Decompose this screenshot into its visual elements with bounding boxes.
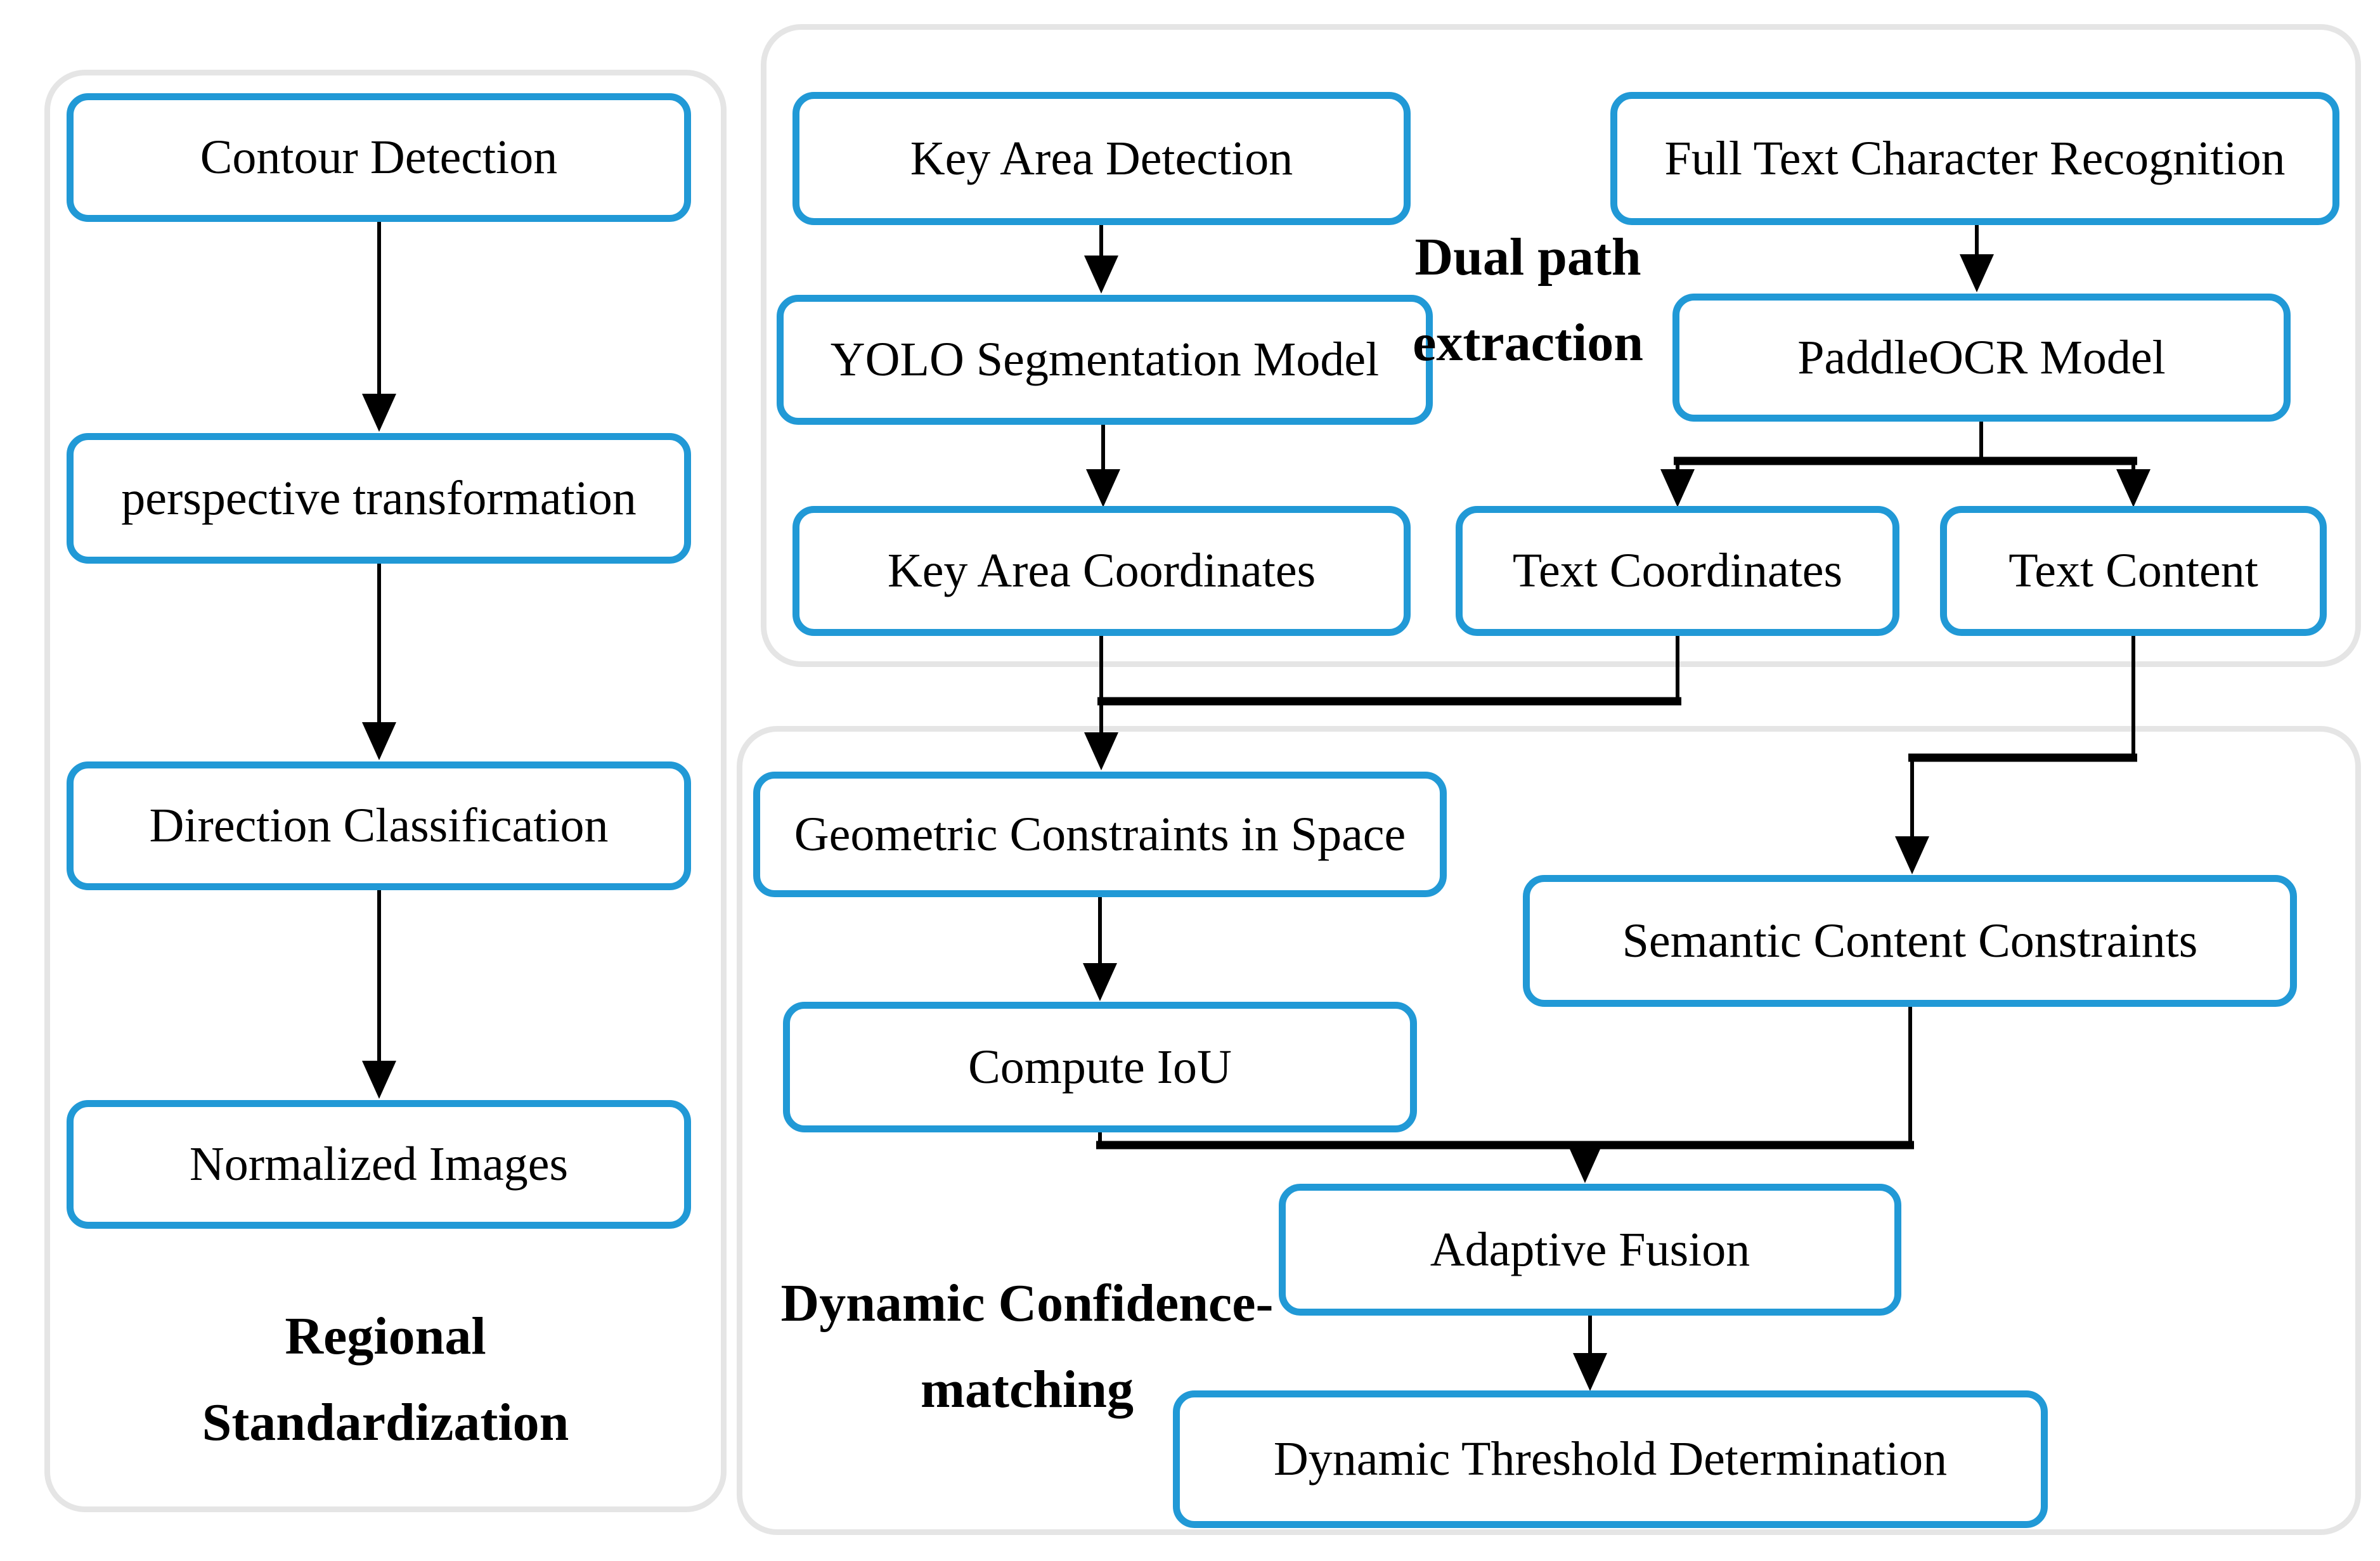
node-normalized-images: Normalized Images [67, 1100, 691, 1229]
arrow-direction-to-normalized [362, 889, 396, 1099]
label-dual-path-line2: extraction [1413, 313, 1643, 372]
label-dynamic-matching-line1: Dynamic Confidence- [780, 1274, 1274, 1333]
node-compute-iou: Compute IoU [783, 1002, 1417, 1132]
label-regional-line1: Regional [285, 1307, 486, 1366]
node-yolo-segmentation-model: YOLO Segmentation Model [777, 295, 1433, 425]
connector-textcontent-to-semantic [1895, 634, 2137, 874]
node-paddleocr-model: PaddleOCR Model [1672, 294, 2291, 422]
arrow-geometric-to-computeiou [1083, 896, 1117, 1001]
label-dual-path-line1: Dual path [1414, 228, 1641, 287]
arrow-yolo-to-keyareacoordinates [1086, 424, 1120, 507]
arrow-keyareadetection-to-yolo [1084, 223, 1118, 294]
label-dynamic-matching-line2: matching [921, 1360, 1134, 1419]
arrow-fulltext-to-paddleocr [1960, 223, 1994, 292]
connector-merge-to-adaptivefusion [1096, 1006, 1914, 1183]
node-adaptive-fusion: Adaptive Fusion [1279, 1184, 1901, 1316]
connector-paddleocr-split [1660, 420, 2150, 507]
node-text-coordinates: Text Coordinates [1456, 506, 1899, 636]
arrow-contour-to-perspective [362, 221, 396, 432]
arrow-adaptivefusion-to-threshold [1573, 1314, 1607, 1391]
node-contour-detection: Contour Detection [67, 93, 691, 222]
node-key-area-detection: Key Area Detection [792, 92, 1411, 225]
node-text-content: Text Content [1940, 506, 2327, 636]
node-semantic-constraints: Semantic Content Constraints [1523, 875, 2297, 1007]
node-geometric-constraints: Geometric Constraints in Space [753, 772, 1447, 897]
node-perspective-transformation: perspective transformation [67, 433, 691, 564]
connector-coordinates-to-geometric [1084, 634, 1681, 770]
node-key-area-coordinates: Key Area Coordinates [792, 506, 1411, 636]
arrow-perspective-to-direction [362, 562, 396, 760]
node-direction-classification: Direction Classification [67, 761, 691, 890]
node-full-text-character-recognition: Full Text Character Recognition [1610, 92, 2339, 225]
node-dynamic-threshold-determination: Dynamic Threshold Determination [1173, 1390, 2048, 1528]
label-regional-line2: Standardization [202, 1393, 569, 1452]
